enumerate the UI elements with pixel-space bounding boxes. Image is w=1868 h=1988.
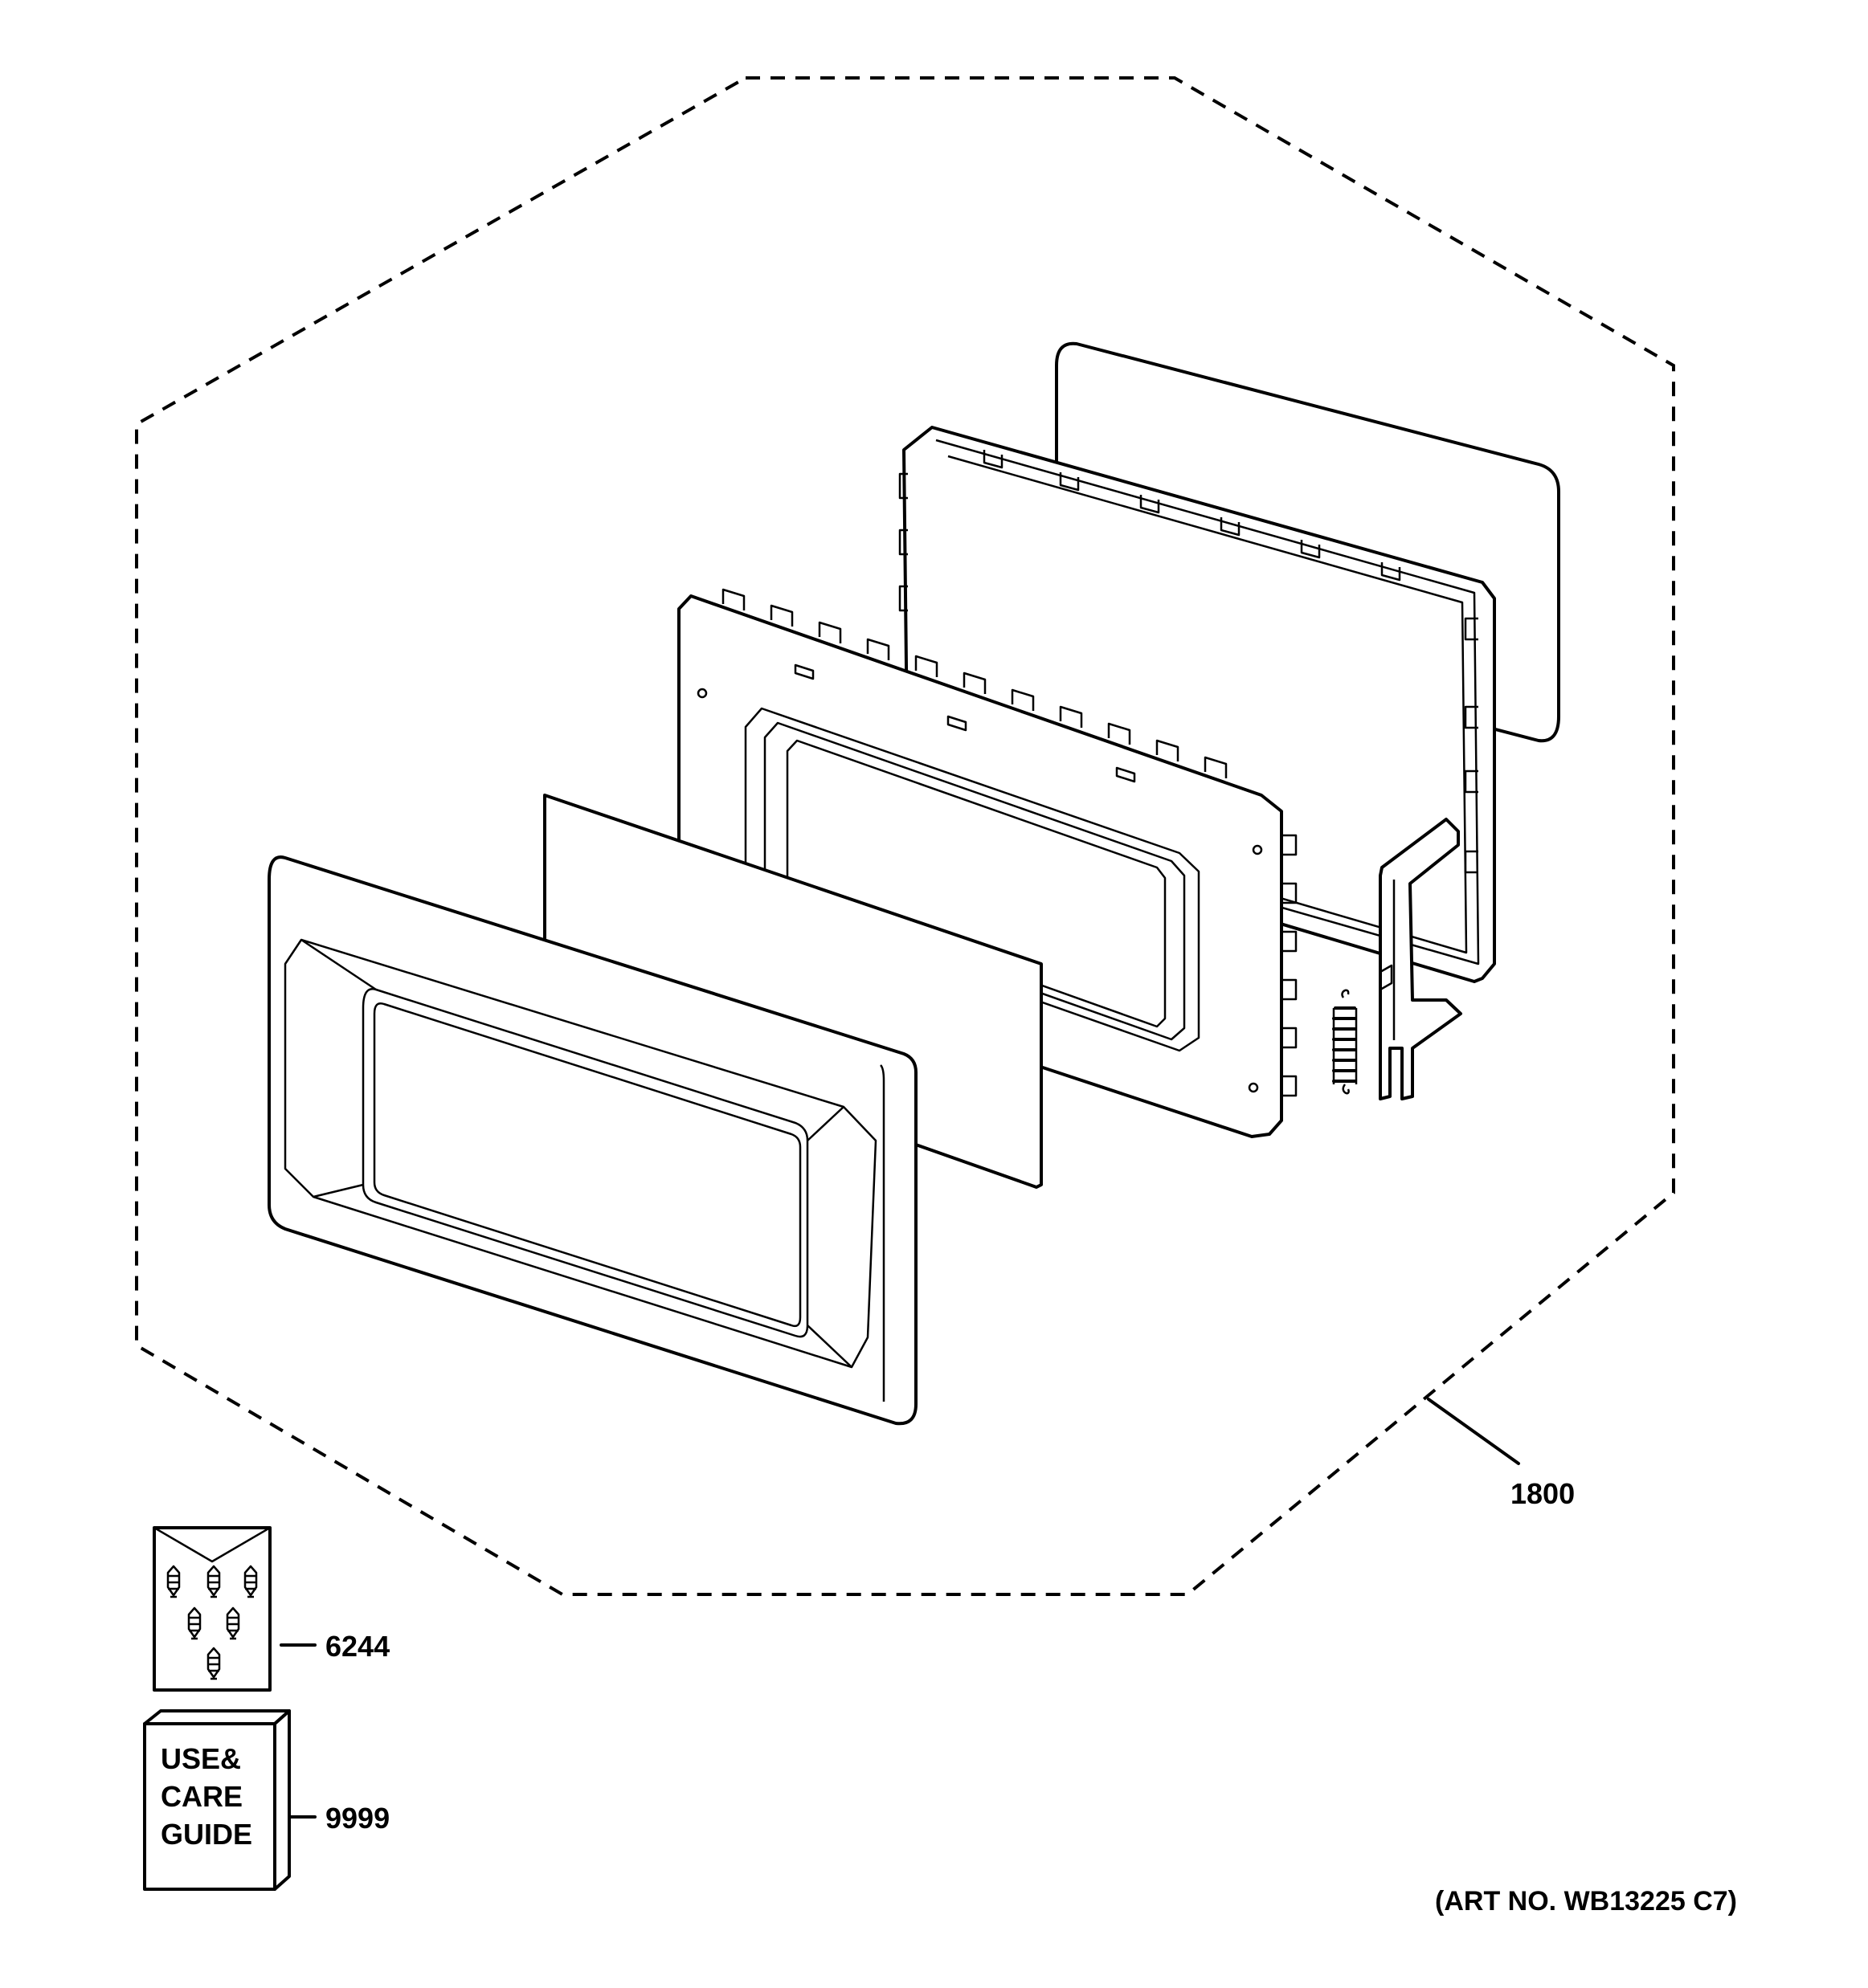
- assembly-boundary: [135, 76, 1675, 1596]
- door-latch: [1379, 818, 1462, 1100]
- manual-title-line-3: GUIDE: [161, 1818, 252, 1851]
- screw-icon: [166, 1565, 258, 1680]
- latch-spring: [1332, 989, 1358, 1095]
- art-number: (ART NO. WB13225 C7): [1435, 1886, 1737, 1917]
- screw-kit-packet: [153, 1526, 272, 1692]
- callout-9999: 9999: [325, 1802, 390, 1835]
- callout-6244: 6244: [325, 1630, 390, 1663]
- leader-line-1800: [1427, 1398, 1520, 1465]
- inner-door-panel: [677, 588, 1298, 1138]
- manual-title-line-1: USE&: [161, 1742, 241, 1775]
- callout-1800: 1800: [1510, 1477, 1575, 1510]
- front-door-trim: [268, 855, 918, 1426]
- manual-title-line-2: CARE: [161, 1780, 243, 1813]
- use-care-guide-book: USE& CARE GUIDE: [143, 1709, 291, 1891]
